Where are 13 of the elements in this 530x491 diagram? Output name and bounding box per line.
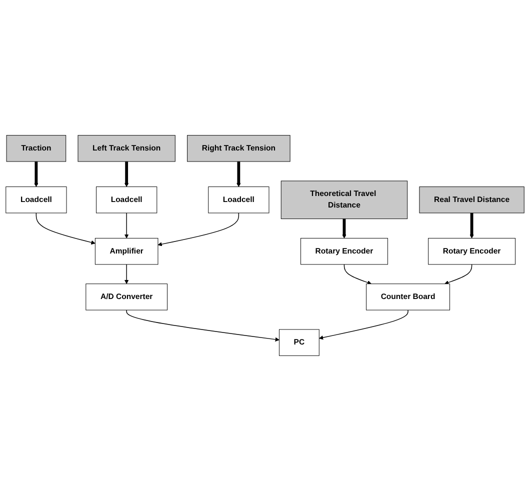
arrow: [318, 310, 408, 340]
arrow: [36, 212, 96, 245]
arrow: [34, 162, 38, 187]
arrow: [344, 264, 372, 285]
arrow: [342, 218, 346, 238]
arrow: [158, 212, 240, 246]
arrow: [124, 264, 129, 284]
arrow: [126, 310, 280, 342]
arrow: [444, 264, 472, 285]
arrow: [236, 162, 241, 187]
arrow: [124, 212, 129, 238]
arrow: [124, 162, 129, 187]
arrow: [470, 212, 474, 238]
